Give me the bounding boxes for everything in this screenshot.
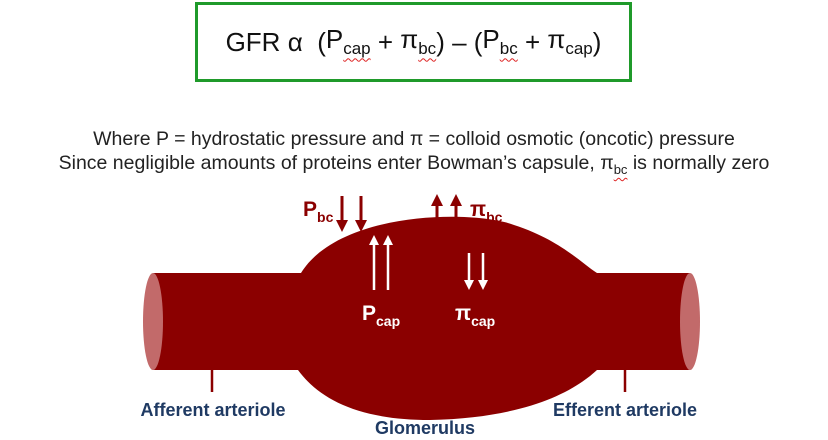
formula-pi-cap: πcap	[547, 24, 593, 59]
p-cap-label: Pcap	[362, 302, 400, 329]
pointer-arrows	[207, 357, 630, 414]
formula-minus: ) – (	[436, 26, 483, 57]
pi-bc-arrows	[431, 194, 462, 224]
formula-plus-1: +	[370, 26, 401, 57]
bowman-note-line: Since negligible amounts of proteins ent…	[58, 152, 770, 177]
formula-open-paren: (	[317, 26, 326, 57]
afferent-end	[143, 273, 163, 370]
formula-p-bc: Pbc	[482, 24, 518, 59]
pi-cap-arrows	[464, 253, 488, 290]
afferent-arteriole-label: Afferent arteriole	[140, 400, 285, 420]
gfr-formula-box: GFR α (Pcap + πbc) – (Pbc + πcap)	[195, 2, 632, 82]
formula-gfr: GFR	[225, 26, 281, 57]
pi-cap-label: πcap	[455, 302, 495, 329]
formula-plus-2: +	[517, 26, 548, 57]
formula-p-cap: Pcap	[325, 24, 371, 59]
formula-alpha: α	[287, 26, 303, 57]
efferent-arteriole-label: Efferent arteriole	[553, 400, 697, 420]
definition-line: Where P = hydrostatic pressure and π = c…	[93, 128, 735, 150]
formula-close-paren: )	[592, 26, 602, 57]
formula-pi-bc: πbc	[400, 24, 437, 59]
glomerulus-label: Glomerulus	[375, 418, 475, 438]
pi-bc-label: πbc	[470, 198, 503, 225]
efferent-end	[680, 273, 700, 370]
p-bc-arrows	[336, 196, 367, 232]
blood-vessel	[143, 216, 700, 420]
p-bc-label: Pbc	[303, 198, 334, 225]
p-cap-arrows	[369, 235, 393, 290]
